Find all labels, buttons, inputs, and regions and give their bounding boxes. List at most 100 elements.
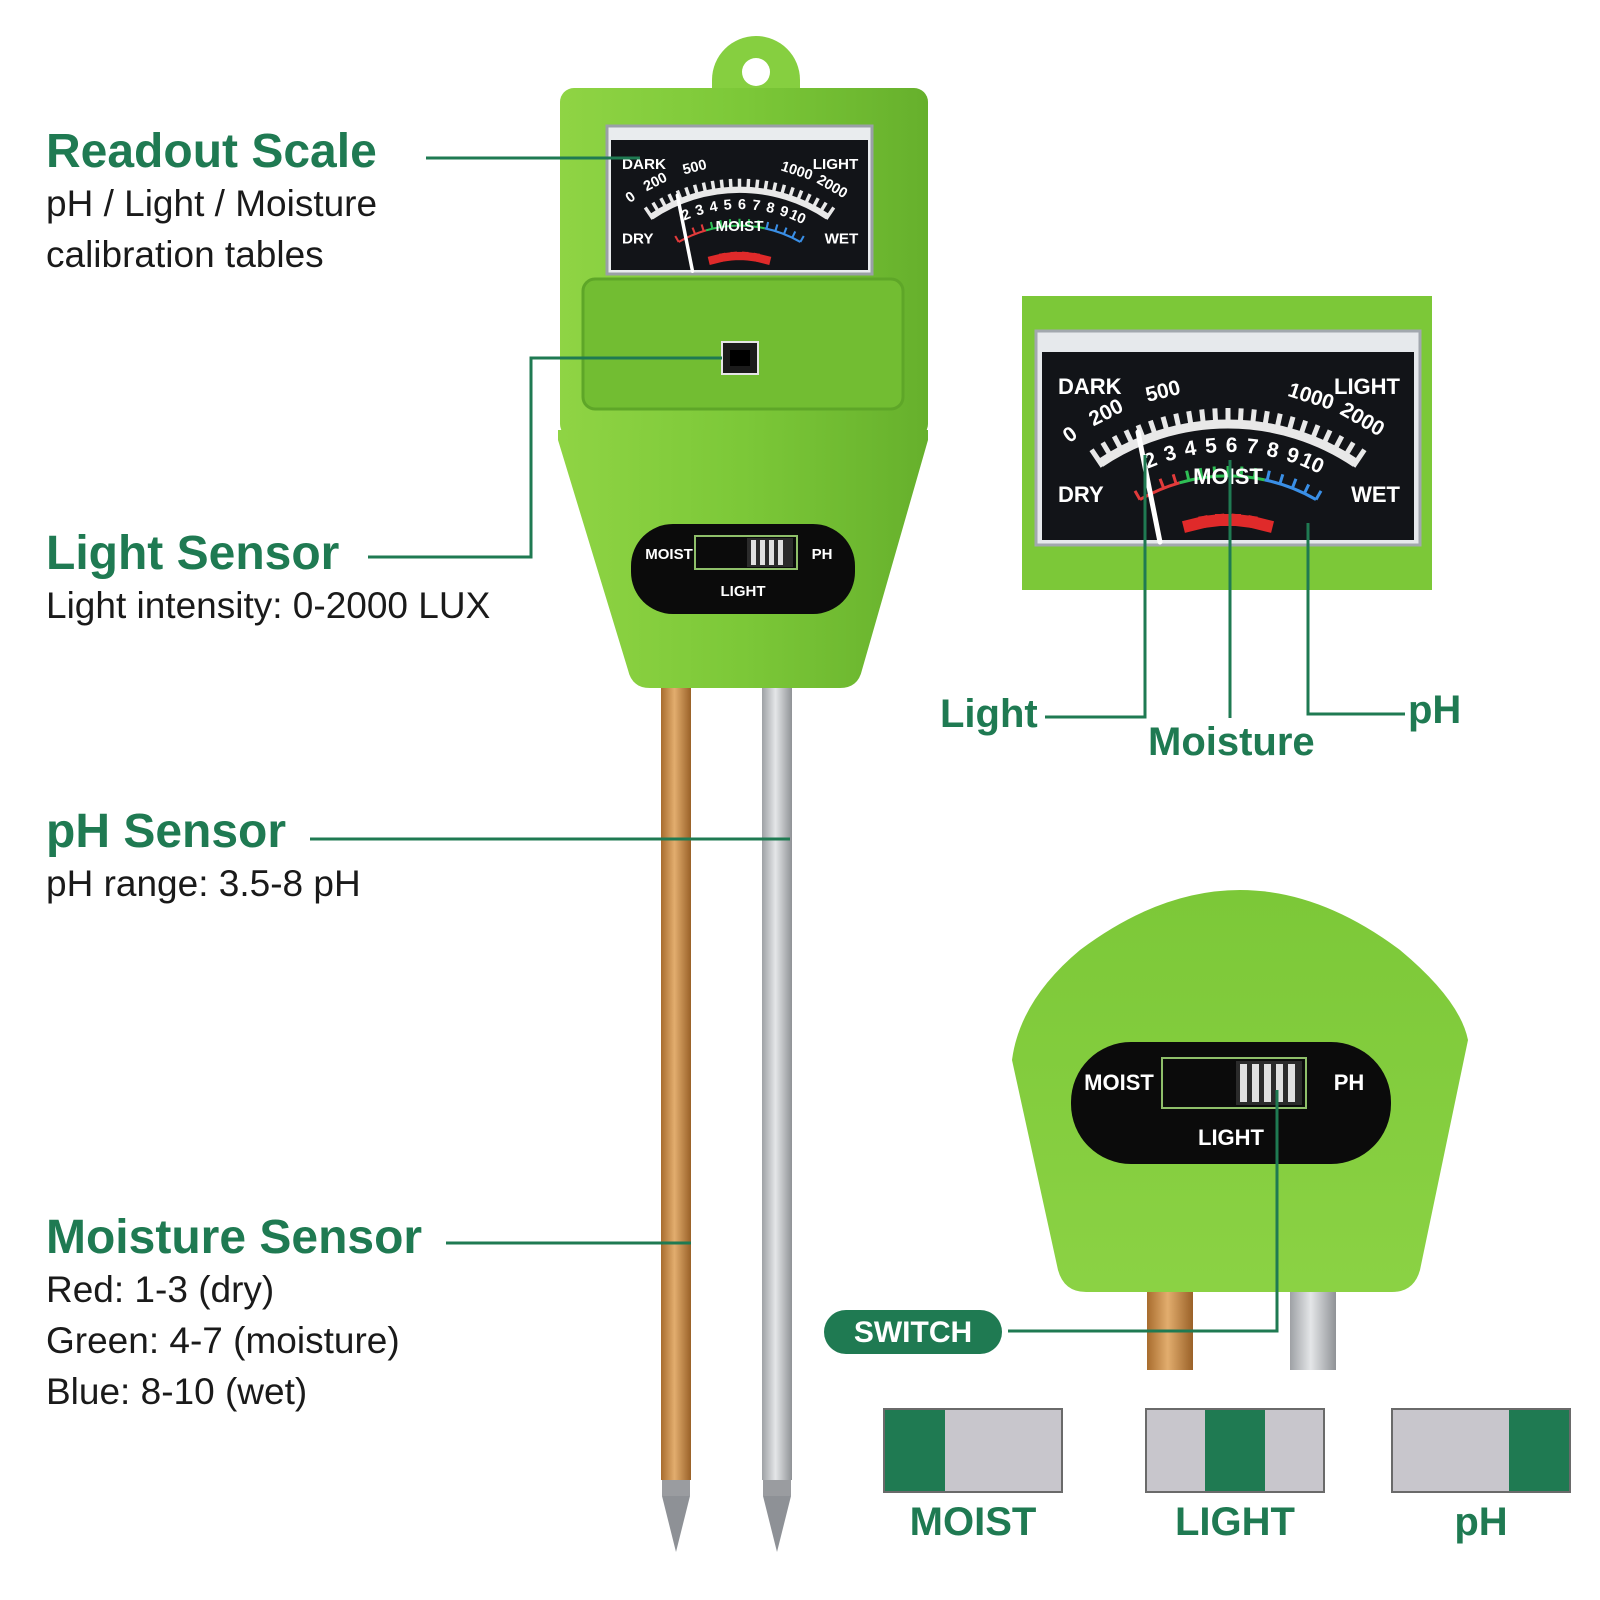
lux-tick [728,178,733,193]
switch-leader [1008,1090,1279,1333]
moisture-digit: 8 [765,200,776,217]
switch-badge: SWITCH [824,1310,1002,1354]
lux-tick [1330,435,1345,456]
lux-tick [779,184,787,199]
lux-tick [1123,429,1137,450]
copper-probe [661,680,691,1552]
meter-dry-label: DRY [1058,482,1104,507]
ph-sensor-feature: pH Sensor pH range: 3.5-8 pH [46,808,361,909]
ph-callout: pH [1408,688,1462,732]
readout-scale-line-1: pH / Light / Moisture [46,183,378,224]
moisture-sensor-feature: Moisture Sensor Red: 1-3 (dry) Green: 4-… [46,1214,422,1417]
lux-tick [1135,424,1148,445]
moisture-tick [791,231,797,239]
lux-tick [1212,408,1219,429]
lux-tick [1308,424,1321,445]
moisture-color-band [1179,474,1265,485]
lux-tick [1173,413,1183,434]
lux-tick [817,201,828,216]
moisture-color-band [678,229,707,243]
lux-tick [1296,419,1308,441]
moisture-tick [1212,466,1217,477]
moisture-digit: 8 [1265,438,1282,463]
moisture-tick [719,220,723,228]
lux-tick [762,180,769,195]
lux-tick [1351,448,1367,468]
lux-tick [810,197,820,212]
moisture-color-band [705,224,765,232]
moisture-sensor-title: Moisture Sensor [46,1211,423,1264]
moisture-tick [1303,483,1311,495]
lux-tick [651,201,662,216]
lux-tick [746,178,751,193]
moisture-tick [1314,490,1323,501]
zoom-switch-panel: MOIST PH LIGHT [1012,890,1468,1370]
ph-callout-leader [1306,523,1405,716]
lux-tick [1261,410,1270,432]
moisture-digit: 5 [1204,434,1218,458]
meter-light-label: LIGHT [1334,374,1401,399]
moisture-color-band [1139,481,1180,501]
moisture-color-band [764,227,801,243]
light-sensor-line-1: Light intensity: 0-2000 LUX [46,585,491,626]
moisture-digit: 6 [738,197,746,213]
device-slider-knob[interactable] [747,538,793,567]
meter-dark-label: DARK [1058,374,1122,399]
moisture-digit: 5 [723,197,732,214]
moisture-digit: 10 [787,207,808,228]
lux-tick [1199,409,1207,430]
leader-lines [310,156,1405,1333]
switch-diagram-light [1145,1408,1325,1493]
meter-moist-label: MOIST [1193,464,1263,489]
ph-sensor-title: pH Sensor [46,805,287,858]
device-switch-ph-label: PH [812,546,833,563]
light-sensor-feature: Light Sensor Light intensity: 0-2000 LUX [46,530,490,631]
readout-scale-feature: Readout Scale pH / Light / Moisture cali… [46,128,377,280]
switch-position-diagrams [883,1408,1571,1493]
ph-scale-block [1245,514,1274,533]
lux-tick [710,180,717,195]
device-switch-light-label: LIGHT [721,583,766,600]
moisture-tick [1265,470,1271,481]
meter-needle [1135,429,1163,545]
hang-hole [742,58,770,86]
zoom-switch-ph-label: PH [1334,1070,1365,1095]
device-switch-panel: MOIST PH LIGHT [631,524,855,614]
meter-wet-label: WET [1351,482,1400,507]
lux-tick [692,184,700,199]
lux-tick [1100,441,1116,462]
lux-tick [1319,429,1333,450]
ph-scale-block [751,252,772,265]
switch-diagram-moist-label: MOIST [909,1500,1037,1544]
light-callout-leader [1045,455,1147,719]
moisture-tick [1185,470,1191,481]
lux-tick [684,186,692,202]
lux-tick-label: 500 [681,157,708,178]
moisture-tick [709,221,714,229]
moisture-tick [1198,467,1204,479]
moisture-digit: 4 [1183,437,1199,462]
ph-sensor-line-1: pH range: 3.5-8 pH [46,863,361,904]
lux-tick [824,206,836,220]
moisture-sensor-line-2: Green: 4-7 (moisture) [46,1320,400,1361]
moisture-tick [782,227,788,235]
moisture-digit: 6 [1226,434,1238,457]
lux-tick [1249,409,1257,430]
moisture-sensor-line-3: Blue: 8-10 (wet) [46,1371,308,1412]
moisture-tick [728,219,732,227]
lux-tick [675,189,685,205]
device-switch-moist-label: MOIST [645,546,693,563]
moisture-digit: 7 [1245,435,1259,459]
moisture-tick [1278,473,1285,485]
moisture-tick [774,224,779,232]
moisture-tick [674,235,680,243]
moisture-callout: Moisture [1148,720,1315,764]
meter-dark-label: DARK [622,156,666,173]
zoom-slider-knob[interactable] [1236,1061,1302,1105]
moisture-tick [700,224,705,232]
light-callout: Light [940,692,1038,736]
lux-tick [1160,416,1171,437]
